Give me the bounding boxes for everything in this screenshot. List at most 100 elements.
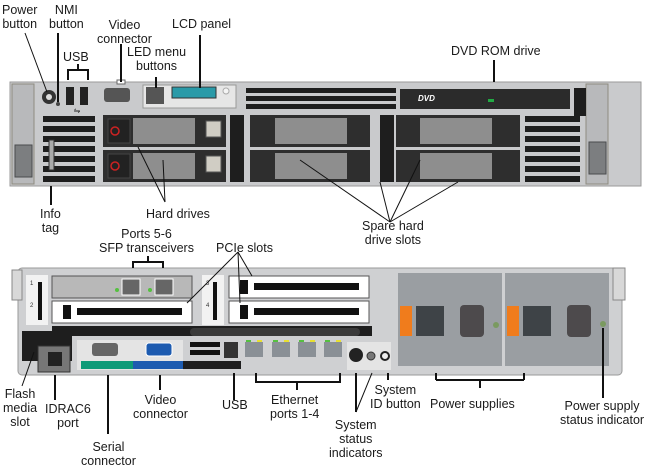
label-system-id-button: System ID button xyxy=(370,383,421,411)
label-line: media xyxy=(3,401,38,415)
serial-band xyxy=(81,361,133,369)
hard-drive-1[interactable] xyxy=(103,115,226,147)
system-id-indicator xyxy=(222,87,230,95)
nmi-button[interactable] xyxy=(56,102,60,106)
ethernet-port-4[interactable] xyxy=(324,342,342,357)
front-vent-grille xyxy=(246,88,586,116)
slot-number-4: 4 xyxy=(206,303,210,309)
led-menu-buttons[interactable] xyxy=(146,87,164,104)
label-line: slot xyxy=(10,415,30,429)
front-video-port[interactable] xyxy=(104,88,130,102)
label-line: NMI xyxy=(54,3,78,17)
label-front-video-connector: Video connector xyxy=(97,18,152,46)
usb-ports-stack[interactable] xyxy=(224,342,238,358)
label-line: connector xyxy=(133,407,188,421)
ethernet-port-2[interactable] xyxy=(272,342,290,357)
info-tag[interactable] xyxy=(48,139,55,171)
label-line: Info xyxy=(40,207,61,221)
dvd-logo: DVD xyxy=(418,94,435,103)
usb-port-1[interactable] xyxy=(190,342,220,347)
label-line: status indicator xyxy=(560,413,645,427)
system-status-indicator xyxy=(366,351,376,361)
slot-number-1: 1 xyxy=(30,281,34,287)
back-leader-lines xyxy=(21,251,604,434)
usb-icon: ⇋ xyxy=(74,106,81,115)
left-rear-tab xyxy=(11,269,23,301)
sfp-port-6[interactable] xyxy=(154,278,174,296)
front-usb-port-1[interactable] xyxy=(66,87,74,105)
label-flash-media-slot: Flash media slot xyxy=(3,387,37,429)
label-line: Video xyxy=(108,18,141,32)
ethernet-port-1[interactable] xyxy=(245,342,263,357)
hard-drive-2[interactable] xyxy=(103,150,226,182)
dvd-activity-led xyxy=(488,99,494,102)
ethernet-port-3[interactable] xyxy=(298,342,316,357)
label-line: buttons xyxy=(136,59,178,73)
right-handle xyxy=(588,141,607,175)
label-line: Ports 5-6 xyxy=(121,227,172,241)
label-line: button xyxy=(2,17,38,31)
power-icon xyxy=(46,94,52,100)
label-line: IDRAC6 xyxy=(45,402,91,416)
label-line: connector xyxy=(81,454,136,468)
label-power-supplies: Power supplies xyxy=(430,397,515,411)
label-system-status-indicators: System status indicators xyxy=(329,418,383,460)
psu-2-status-led xyxy=(600,321,606,327)
dvd-rom-drive[interactable] xyxy=(400,89,570,109)
riser-1-label-panel xyxy=(26,275,48,325)
front-leader-lines xyxy=(24,32,495,223)
label-dvd-rom-drive: DVD ROM drive xyxy=(451,44,541,58)
label-line: Serial xyxy=(92,440,125,454)
label-rear-usb: USB xyxy=(222,398,248,412)
sfp-port-5[interactable] xyxy=(121,278,141,296)
idrac6-port[interactable] xyxy=(48,352,62,366)
left-handle xyxy=(14,144,33,178)
label-rear-video-connector: Video connector xyxy=(133,393,188,421)
serial-port[interactable] xyxy=(92,343,118,356)
spare-slot-covers xyxy=(275,118,492,179)
label-line: Flash xyxy=(4,387,36,401)
label-serial-connector: Serial connector xyxy=(81,440,136,468)
label-pcie-slots: PCIe slots xyxy=(216,241,273,255)
power-supply-1[interactable] xyxy=(398,273,502,366)
pcie-slot-2-grille xyxy=(77,308,182,315)
system-status-indicator-connector xyxy=(349,348,363,362)
video-port[interactable] xyxy=(145,342,173,357)
label-hard-drives: Hard drives xyxy=(146,207,210,221)
label-line: ports 1-4 xyxy=(270,407,320,421)
label-line: System xyxy=(334,418,377,432)
label-lcd-panel: LCD panel xyxy=(172,17,232,31)
power-supply-2[interactable] xyxy=(505,273,609,366)
info-tag-grille xyxy=(43,116,95,182)
label-line: tag xyxy=(41,221,60,235)
label-led-menu-buttons: LED menu buttons xyxy=(127,45,186,73)
label-line: System xyxy=(374,383,417,397)
label-nmi-button: NMI button xyxy=(49,3,84,31)
label-line: button xyxy=(49,17,84,31)
label-ports-5-6: Ports 5-6 SFP transceivers xyxy=(99,227,194,255)
label-line: Power xyxy=(2,3,38,17)
label-front-usb: USB xyxy=(63,50,89,64)
label-idrac6-port: IDRAC6 port xyxy=(45,402,91,430)
label-line: Spare hard xyxy=(362,219,424,233)
label-power-supply-status-indicator: Power supply status indicator xyxy=(560,399,644,427)
label-line: indicators xyxy=(329,446,383,460)
label-line: status xyxy=(339,432,373,446)
rear-handle-bar xyxy=(190,328,360,336)
label-line: LED menu xyxy=(127,45,187,59)
usb-port-2[interactable] xyxy=(190,350,220,355)
back-panel: 1 2 3 4 xyxy=(11,267,626,376)
label-line: connector xyxy=(97,32,152,46)
right-vent-grille xyxy=(525,116,580,182)
front-usb-port-2[interactable] xyxy=(80,87,88,105)
system-id-button[interactable] xyxy=(380,351,390,361)
ethernet-ports xyxy=(245,340,342,357)
label-line: drive slots xyxy=(364,233,422,247)
right-rear-tab xyxy=(612,267,626,301)
label-ethernet-ports: Ethernet ports 1-4 xyxy=(270,393,319,421)
slot-number-3: 3 xyxy=(206,281,210,287)
lcd-panel xyxy=(171,86,217,99)
label-line: Video xyxy=(144,393,177,407)
label-line: port xyxy=(57,416,79,430)
